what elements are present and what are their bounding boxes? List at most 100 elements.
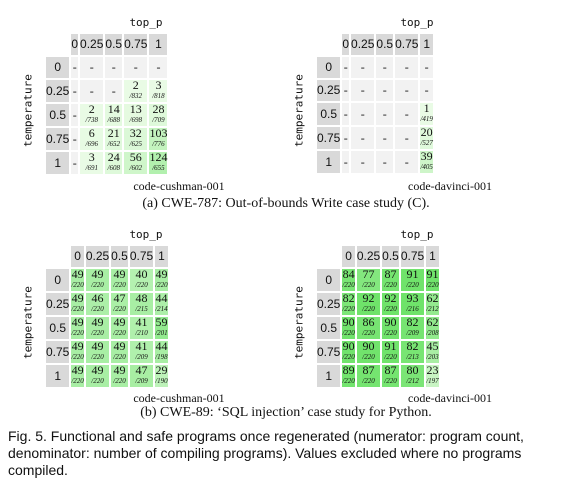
- cell-denominator: /212: [426, 305, 439, 313]
- cell-numerator: 41: [135, 315, 148, 329]
- heatmap-cell: 44/214: [155, 291, 168, 315]
- cell-denominator: /220: [342, 329, 355, 337]
- cell-denominator: /405: [420, 163, 433, 171]
- row-header: 0.75: [317, 341, 341, 363]
- column-header: 0.75: [129, 246, 154, 267]
- heatmap-cell: -: [71, 128, 79, 150]
- heatmap-cell: -: [80, 57, 104, 78]
- heatmap-cell: -: [342, 80, 350, 101]
- heatmap-cell: 91/220: [426, 268, 439, 291]
- cell-denominator: /220: [406, 281, 419, 289]
- heatmap-cell: -: [395, 103, 419, 125]
- heatmap-cell: 91/220: [400, 268, 425, 291]
- heatmap-cell: -: [342, 103, 350, 125]
- cell-denominator: /220: [71, 377, 84, 385]
- heatmap-cell: 49/220: [71, 364, 84, 387]
- heatmap-cell: -: [376, 103, 394, 125]
- heatmap-cell: 90/220: [356, 340, 381, 363]
- cell-numerator: 44: [155, 291, 168, 305]
- cell-numerator: 23: [426, 363, 439, 377]
- cell-numerator: 45: [426, 339, 439, 353]
- figure-caption: Fig. 5. Functional and safe programs onc…: [8, 428, 524, 478]
- column-header: 0.25: [351, 34, 375, 55]
- cell-denominator: /652: [107, 140, 120, 148]
- cell-numerator: 41: [135, 339, 148, 353]
- heatmap-cell: -: [395, 127, 419, 149]
- cell-numerator: 89: [342, 363, 355, 377]
- cell-denominator: /190: [155, 377, 168, 385]
- cell-denominator: /220: [384, 353, 397, 361]
- heatmap-cell: 77/220: [356, 267, 381, 291]
- cell-denominator: /212: [406, 377, 419, 385]
- cell-numerator: 40: [135, 267, 148, 281]
- column-header: 0.25: [356, 246, 381, 267]
- cell-denominator: /220: [71, 353, 84, 361]
- axis-label-temperature: temperature: [292, 74, 306, 147]
- heatmap-cell: -: [71, 80, 79, 102]
- cell-numerator: 87: [384, 267, 397, 281]
- cell-denominator: /209: [406, 329, 419, 337]
- column-header: 1: [420, 34, 433, 55]
- cell-numerator: 82: [342, 291, 355, 305]
- cell-numerator: 49: [71, 315, 84, 329]
- cell-denominator: /738: [85, 116, 98, 124]
- heatmap-cell: 13/698: [124, 103, 148, 126]
- heatmap-cell: 92/220: [382, 292, 399, 315]
- heatmap-cell: 82/220: [342, 291, 355, 315]
- heatmap-cell: 80/212: [400, 363, 425, 387]
- heatmap-cell: 2/832: [124, 79, 148, 102]
- model-caption: code-davinci-001: [408, 179, 492, 193]
- cell-numerator: 49: [155, 267, 168, 281]
- heatmap-cell: 90/220: [342, 316, 355, 339]
- cell-numerator: 46: [91, 291, 104, 305]
- heatmap-cell: 103/776: [149, 127, 168, 150]
- heatmap-cell: -: [376, 127, 394, 149]
- heatmap-cell: -: [80, 80, 104, 102]
- row-header: 1: [46, 152, 70, 174]
- heatmap-cell: 124/655: [149, 151, 168, 174]
- heatmap-cell: 49/220: [71, 291, 84, 315]
- axis-label-top-p: top_p: [129, 228, 163, 241]
- cell-numerator: 3: [88, 150, 95, 164]
- axis-label-temperature: temperature: [21, 74, 35, 147]
- heatmap-cell: 47/209: [129, 364, 154, 387]
- cell-denominator: /818: [152, 92, 165, 100]
- cell-denominator: /220: [362, 377, 375, 385]
- row-header: 0: [46, 269, 70, 291]
- column-header: 0.25: [85, 246, 110, 267]
- cell-denominator: /220: [362, 305, 375, 313]
- heatmap-cell: 45/203: [426, 339, 439, 363]
- cell-numerator: 62: [426, 315, 439, 329]
- heatmap-cell: -: [395, 57, 419, 78]
- cell-numerator: 59: [155, 315, 168, 329]
- cell-numerator: 49: [71, 267, 84, 281]
- column-header: 0.5: [105, 34, 123, 55]
- column-header: 1: [149, 34, 168, 55]
- cell-denominator: /203: [426, 353, 439, 361]
- heatmap-cell: 14/688: [105, 103, 123, 126]
- heatmap-cell: 6/696: [80, 127, 104, 150]
- heatmap-cell: -: [71, 104, 79, 126]
- cell-denominator: /832: [129, 92, 142, 100]
- heatmap-cell: 92/220: [356, 292, 381, 315]
- cell-denominator: /688: [107, 116, 120, 124]
- heatmap-cell: -: [420, 80, 433, 101]
- row-header: 0.5: [317, 103, 341, 125]
- heatmap-cell: 49/220: [71, 340, 84, 363]
- heatmap-cell: 48/215: [129, 292, 154, 315]
- cell-numerator: 39: [420, 149, 433, 163]
- cell-denominator: /220: [71, 281, 84, 289]
- heatmap-cell: 23/197: [426, 363, 439, 387]
- cell-denominator: /220: [113, 377, 126, 385]
- heatmap-cell: 32/625: [124, 127, 148, 150]
- heatmap-cell: -: [342, 57, 350, 78]
- axis-label-top-p: top_p: [400, 16, 434, 29]
- cell-numerator: 49: [71, 291, 84, 305]
- heatmap-cell: 87/220: [382, 267, 399, 291]
- cell-numerator: 77: [362, 267, 375, 281]
- heatmap-cell: -: [71, 152, 79, 174]
- cell-numerator: 47: [113, 291, 126, 305]
- cell-numerator: 80: [406, 363, 419, 377]
- model-caption: code-davinci-001: [408, 391, 492, 405]
- column-header: 0.5: [382, 246, 399, 267]
